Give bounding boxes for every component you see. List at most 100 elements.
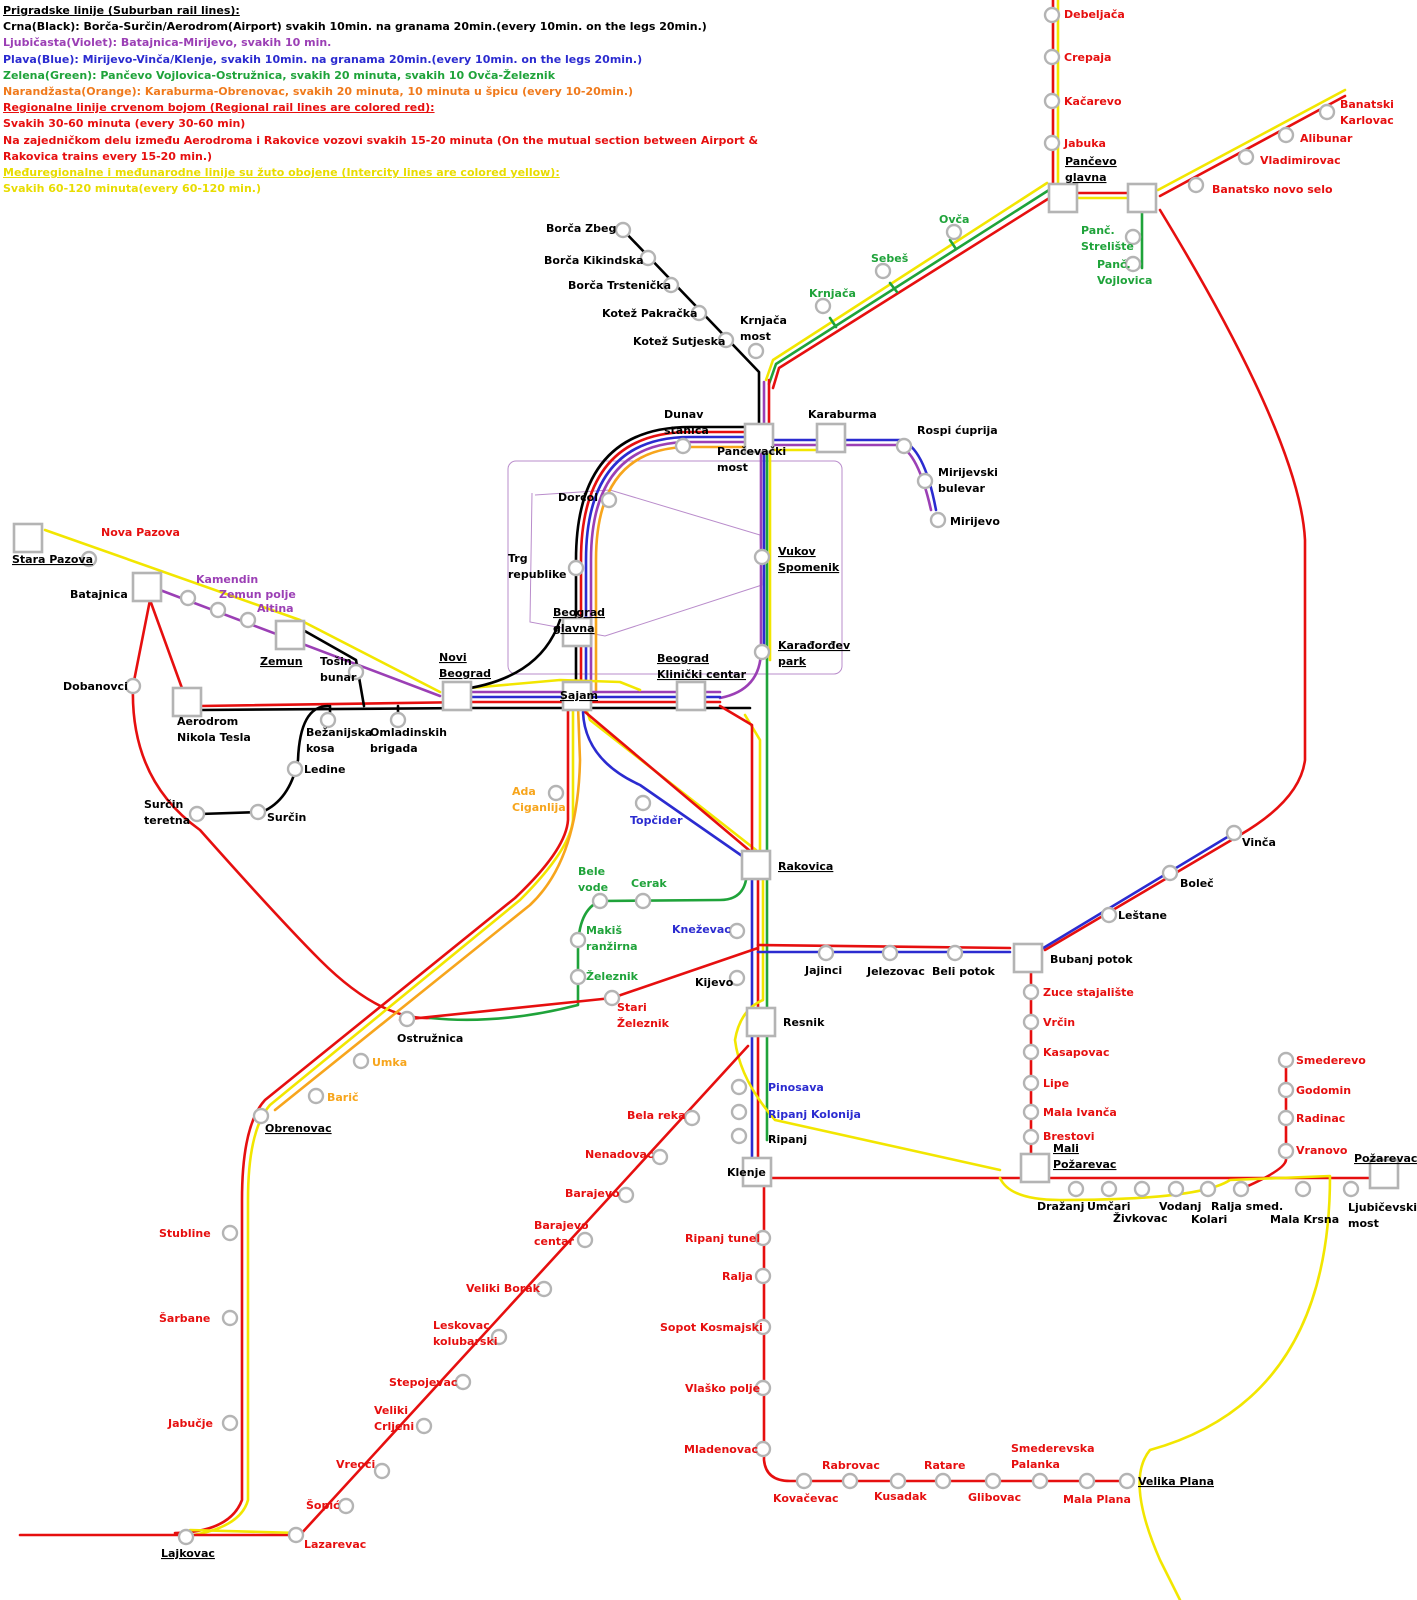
station-14[interactable] (614, 221, 632, 239)
station-70[interactable] (576, 1231, 594, 1249)
station-37[interactable] (188, 805, 206, 823)
station-101[interactable] (1294, 1180, 1312, 1198)
station-1[interactable] (1043, 48, 1061, 66)
hub-11[interactable] (171, 686, 203, 718)
station-7[interactable] (1187, 176, 1205, 194)
station-34[interactable] (319, 711, 337, 729)
station-103[interactable] (1277, 1051, 1295, 1069)
hub-6[interactable] (274, 619, 306, 651)
station-99[interactable] (1199, 1180, 1217, 1198)
station-78[interactable] (177, 1528, 195, 1546)
station-30[interactable] (209, 601, 227, 619)
station-81[interactable] (221, 1414, 239, 1432)
station-33[interactable] (124, 677, 142, 695)
station-16[interactable] (662, 276, 680, 294)
station-86[interactable] (754, 1440, 772, 1458)
station-22[interactable] (929, 511, 947, 529)
station-62[interactable] (1022, 1103, 1040, 1121)
station-52[interactable] (817, 944, 835, 962)
station-39[interactable] (547, 784, 565, 802)
station-82[interactable] (754, 1229, 772, 1247)
station-63[interactable] (1022, 1128, 1040, 1146)
station-95[interactable] (1067, 1180, 1085, 1198)
station-71[interactable] (535, 1280, 553, 1298)
station-56[interactable] (1161, 864, 1179, 882)
station-29[interactable] (179, 589, 197, 607)
station-41[interactable] (591, 892, 609, 910)
station-97[interactable] (1133, 1180, 1151, 1198)
station-10[interactable] (945, 223, 963, 241)
station-72[interactable] (490, 1328, 508, 1346)
station-76[interactable] (337, 1497, 355, 1515)
station-43[interactable] (569, 931, 587, 949)
station-13[interactable] (747, 342, 765, 360)
hub-5[interactable] (131, 571, 163, 603)
hub-12[interactable] (740, 849, 772, 881)
station-4[interactable] (1318, 103, 1336, 121)
hub-15[interactable] (1012, 942, 1044, 974)
station-48[interactable] (307, 1087, 325, 1105)
hub-17[interactable] (1368, 1158, 1400, 1190)
station-46[interactable] (398, 1010, 416, 1028)
hub-10[interactable] (675, 680, 707, 712)
station-50[interactable] (728, 922, 746, 940)
station-42[interactable] (634, 892, 652, 910)
station-65[interactable] (730, 1103, 748, 1121)
station-45[interactable] (603, 989, 621, 1007)
station-89[interactable] (889, 1472, 907, 1490)
station-32[interactable] (347, 663, 365, 681)
hub-7[interactable] (441, 680, 473, 712)
station-61[interactable] (1022, 1074, 1040, 1092)
station-20[interactable] (895, 437, 913, 455)
station-79[interactable] (221, 1224, 239, 1242)
station-84[interactable] (754, 1318, 772, 1336)
station-23[interactable] (600, 491, 618, 509)
hub-13[interactable] (745, 1006, 777, 1038)
station-68[interactable] (651, 1148, 669, 1166)
hub-3[interactable] (815, 422, 847, 454)
hub-8[interactable] (561, 616, 593, 648)
station-25[interactable] (753, 548, 771, 566)
station-11[interactable] (874, 262, 892, 280)
station-93[interactable] (1078, 1472, 1096, 1490)
station-24[interactable] (567, 559, 585, 577)
station-66[interactable] (730, 1127, 748, 1145)
station-49[interactable] (252, 1107, 270, 1125)
station-36[interactable] (286, 760, 304, 778)
station-92[interactable] (1031, 1472, 1049, 1490)
station-28[interactable] (80, 550, 98, 568)
station-31[interactable] (239, 611, 257, 629)
station-96[interactable] (1100, 1180, 1118, 1198)
station-3[interactable] (1043, 134, 1061, 152)
station-54[interactable] (946, 944, 964, 962)
station-85[interactable] (754, 1379, 772, 1397)
station-75[interactable] (373, 1462, 391, 1480)
hub-0[interactable] (1047, 182, 1079, 214)
station-38[interactable] (249, 803, 267, 821)
station-44[interactable] (569, 968, 587, 986)
hub-2[interactable] (743, 422, 775, 454)
station-53[interactable] (881, 944, 899, 962)
station-58[interactable] (1022, 983, 1040, 1001)
hub-4[interactable] (12, 522, 44, 554)
station-26[interactable] (753, 643, 771, 661)
station-98[interactable] (1167, 1180, 1185, 1198)
hub-1[interactable] (1126, 182, 1158, 214)
station-91[interactable] (984, 1472, 1002, 1490)
station-21[interactable] (916, 472, 934, 490)
station-106[interactable] (1277, 1142, 1295, 1160)
station-104[interactable] (1277, 1081, 1295, 1099)
station-8[interactable] (1124, 228, 1142, 246)
station-87[interactable] (795, 1472, 813, 1490)
station-55[interactable] (1100, 906, 1118, 924)
station-12[interactable] (814, 297, 832, 315)
station-73[interactable] (454, 1373, 472, 1391)
hub-16[interactable] (1019, 1152, 1051, 1184)
station-102[interactable] (1342, 1180, 1360, 1198)
station-83[interactable] (754, 1267, 772, 1285)
station-67[interactable] (683, 1109, 701, 1127)
station-15[interactable] (639, 249, 657, 267)
station-6[interactable] (1237, 148, 1255, 166)
station-19[interactable] (674, 437, 692, 455)
station-57[interactable] (1225, 824, 1243, 842)
